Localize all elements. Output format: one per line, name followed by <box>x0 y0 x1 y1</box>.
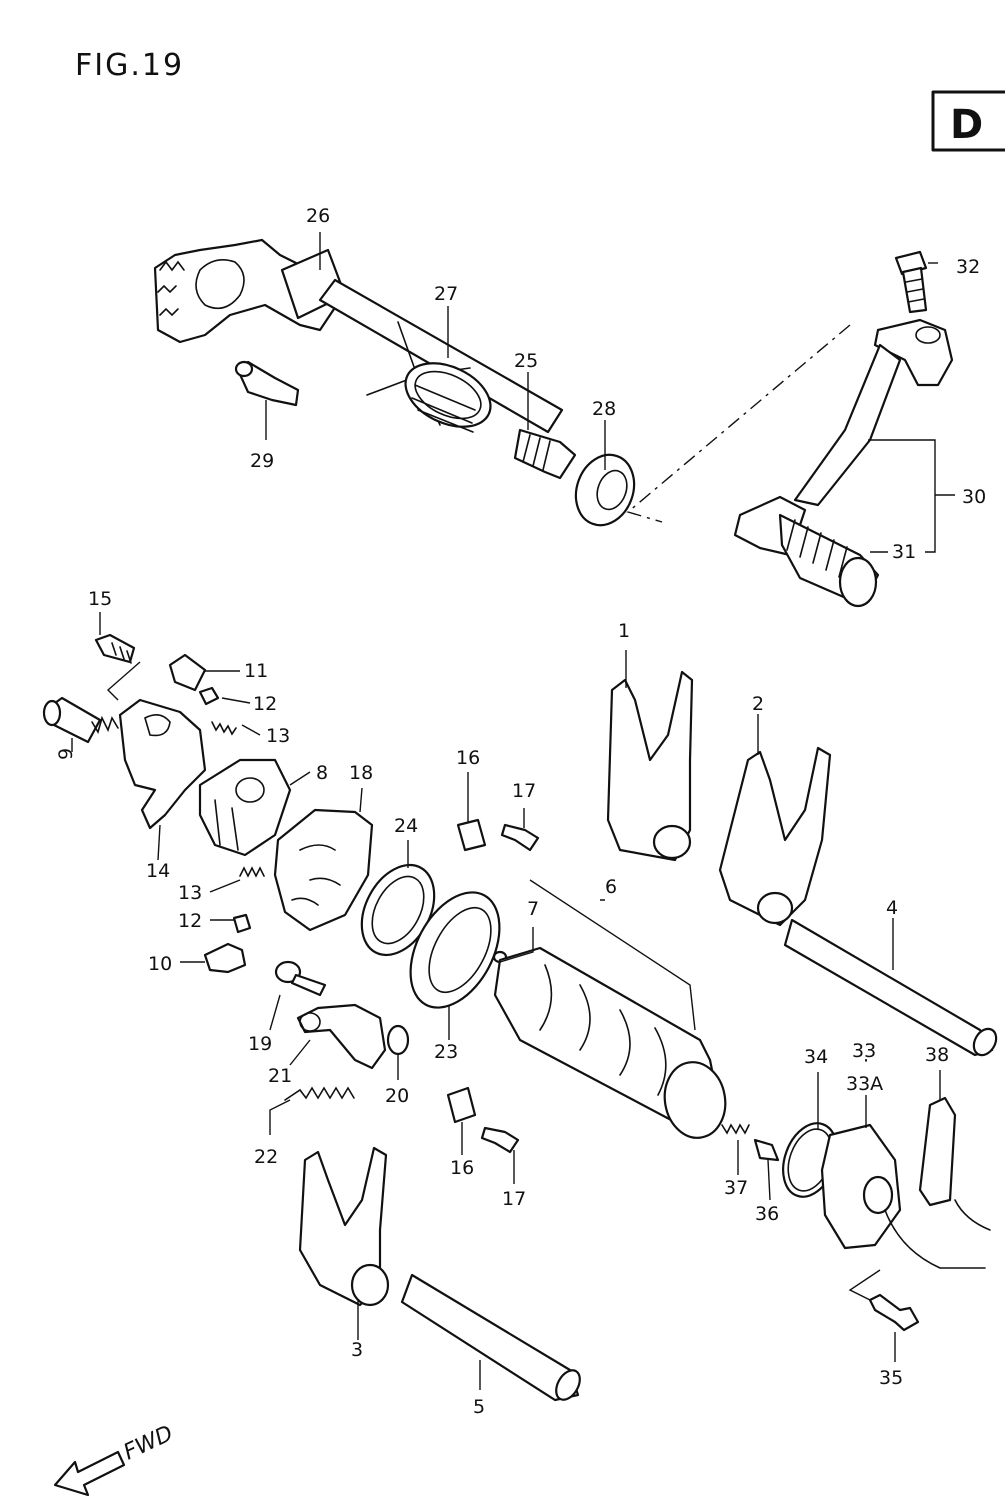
bolt-19 <box>274 960 327 997</box>
pawl-11 <box>168 653 207 692</box>
callout-5: 5 <box>473 1396 485 1418</box>
shift-fork-2 <box>718 746 832 927</box>
callout-21: 21 <box>268 1065 292 1087</box>
callout-8: 8 <box>316 762 328 784</box>
screw-15 <box>94 633 136 664</box>
screw-17-top <box>500 823 540 852</box>
callout-1: 1 <box>618 620 630 642</box>
callout-23: 23 <box>434 1041 458 1063</box>
callout-7: 7 <box>527 898 539 920</box>
callout-22: 22 <box>254 1146 278 1168</box>
cam-guide-18 <box>273 808 374 932</box>
bearing-23 <box>409 891 501 1009</box>
callout-33a: 33A <box>846 1073 883 1095</box>
callout-11: 11 <box>244 660 268 682</box>
callout-15: 15 <box>88 588 112 610</box>
callout-17-top: 17 <box>512 780 536 802</box>
wire-clamp-38 <box>918 1096 991 1231</box>
section-badge: D <box>931 90 1005 152</box>
bolt-35 <box>868 1293 920 1332</box>
assembly-line-35 <box>848 1269 881 1301</box>
oil-seal-28 <box>574 453 636 527</box>
callout-labels: 1 2 3 4 5 6 7 8 9 10 11 12 12 13 13 14 1… <box>55 205 986 1418</box>
callout-34: 34 <box>804 1046 828 1068</box>
shift-fork-1 <box>606 670 694 862</box>
pawl-lifter-14 <box>118 698 207 830</box>
callout-19: 19 <box>248 1033 272 1055</box>
callout-13-bottom: 13 <box>178 882 202 904</box>
gearshift-lever <box>733 318 954 608</box>
screw-17-bottom <box>480 1126 520 1154</box>
pin-12-bottom <box>232 913 252 934</box>
section-badge-label: D <box>950 102 983 148</box>
callout-9: 9 <box>55 748 77 760</box>
callout-35: 35 <box>879 1367 903 1389</box>
callout-16-top: 16 <box>456 747 480 769</box>
callout-28: 28 <box>592 398 616 420</box>
callout-33: 33 <box>852 1040 876 1062</box>
stopper-plate-16-bottom <box>446 1086 477 1124</box>
gearshift-cam-6 <box>493 946 727 1139</box>
callout-6: 6 <box>605 876 617 898</box>
callout-18: 18 <box>349 762 373 784</box>
callout-38: 38 <box>925 1044 949 1066</box>
gear-position-switch-33 <box>820 1123 986 1269</box>
forward-direction-arrow: FWD <box>53 1421 177 1497</box>
bolt-29 <box>234 360 300 407</box>
callout-16-bottom: 16 <box>450 1157 474 1179</box>
callout-14: 14 <box>146 860 170 882</box>
callout-17-bottom: 17 <box>502 1188 526 1210</box>
callout-10: 10 <box>148 953 172 975</box>
callout-12-bottom: 12 <box>178 910 202 932</box>
callout-32: 32 <box>956 256 980 278</box>
fork-shaft-4 <box>783 918 998 1057</box>
callout-13-top: 13 <box>266 725 290 747</box>
fork-shaft-5 <box>400 1273 581 1402</box>
spring-13-top <box>211 721 237 736</box>
gearshift-shaft <box>153 238 577 480</box>
return-spring <box>366 321 492 433</box>
callout-2: 2 <box>752 693 764 715</box>
callout-29: 29 <box>250 450 274 472</box>
callout-30: 30 <box>962 486 986 508</box>
callout-31: 31 <box>892 541 916 563</box>
ratchet-8 <box>198 758 292 857</box>
spring-13-bottom <box>239 866 265 878</box>
stopper-lever-21 <box>296 1003 387 1070</box>
neutral-contact-36 <box>753 1138 780 1162</box>
gasket-24 <box>360 863 436 957</box>
callout-12-top: 12 <box>253 693 277 715</box>
callout-26: 26 <box>306 205 330 227</box>
plate-10 <box>203 942 247 974</box>
bolt-32 <box>894 250 928 314</box>
callout-24: 24 <box>394 815 418 837</box>
spring-22 <box>284 1086 355 1101</box>
stopper-pin-9 <box>42 696 119 744</box>
callout-33-dot: · <box>863 1050 869 1072</box>
washer-20 <box>386 1024 410 1056</box>
assembly-line-15 <box>106 661 141 701</box>
callout-4: 4 <box>886 897 898 919</box>
assembly-line-lever <box>626 324 851 523</box>
figure-title: FIG.19 <box>75 48 184 83</box>
spring-37 <box>721 1123 750 1135</box>
pin-12-top <box>198 686 220 706</box>
leader-lines <box>71 232 955 1390</box>
callout-37: 37 <box>724 1177 748 1199</box>
callout-25: 25 <box>514 350 538 372</box>
shift-fork-3 <box>298 1146 390 1307</box>
forward-label: FWD <box>120 1421 177 1465</box>
callout-20: 20 <box>385 1085 409 1107</box>
callout-36: 36 <box>755 1203 779 1225</box>
callout-3: 3 <box>351 1339 363 1361</box>
callout-27: 27 <box>434 283 458 305</box>
stopper-plate-16-top <box>456 818 487 852</box>
